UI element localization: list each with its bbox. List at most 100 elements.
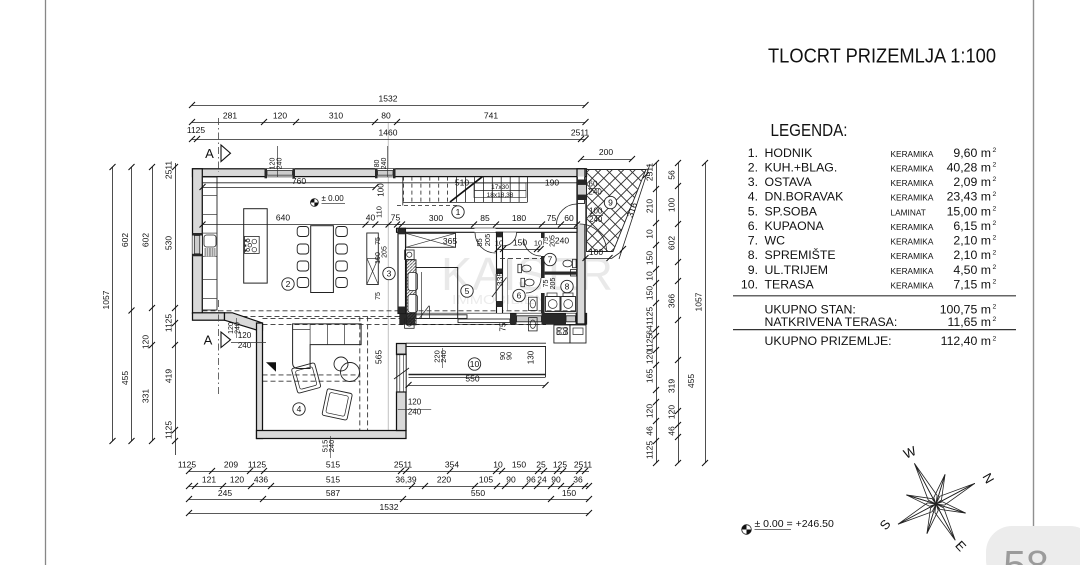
- svg-text:602: 602: [120, 233, 130, 247]
- svg-text:56: 56: [667, 170, 677, 180]
- svg-text:2.: 2.: [748, 160, 758, 174]
- svg-text:17x30: 17x30: [491, 184, 509, 191]
- svg-text:100: 100: [589, 207, 603, 216]
- svg-text:2: 2: [993, 316, 997, 323]
- svg-text:KERAMIKA: KERAMIKA: [891, 251, 934, 261]
- svg-text:23,43 m: 23,43 m: [947, 190, 991, 204]
- svg-text:120: 120: [230, 475, 244, 485]
- svg-text:9,60 m: 9,60 m: [953, 146, 991, 160]
- svg-text:DN.BORAVAK: DN.BORAVAK: [765, 190, 845, 204]
- svg-text:1: 1: [456, 207, 461, 217]
- svg-text:190: 190: [545, 178, 559, 188]
- svg-text:240: 240: [408, 408, 422, 417]
- svg-text:3: 3: [387, 269, 392, 279]
- svg-text:319: 319: [667, 379, 677, 393]
- svg-text:2: 2: [993, 264, 997, 271]
- svg-text:15,00 m: 15,00 m: [947, 204, 991, 218]
- svg-text:2511: 2511: [645, 163, 655, 182]
- svg-text:6.: 6.: [748, 219, 758, 233]
- svg-text:205: 205: [382, 246, 389, 258]
- svg-text:120: 120: [645, 404, 655, 418]
- svg-text:75: 75: [547, 213, 557, 223]
- svg-text:220: 220: [437, 475, 451, 485]
- svg-text:UKUPNO STAN:: UKUPNO STAN:: [765, 302, 856, 316]
- svg-text:120: 120: [270, 158, 277, 170]
- svg-text:11,65 m: 11,65 m: [947, 315, 991, 329]
- svg-text:75: 75: [375, 237, 382, 245]
- svg-text:NATKRIVENA TERASA:: NATKRIVENA TERASA:: [765, 315, 898, 329]
- svg-text:2511: 2511: [571, 128, 590, 138]
- svg-text:85: 85: [480, 213, 490, 223]
- svg-text:1057: 1057: [101, 290, 111, 309]
- svg-text:2511: 2511: [164, 161, 174, 180]
- svg-text:150: 150: [645, 251, 655, 265]
- svg-text:1125: 1125: [645, 334, 655, 353]
- svg-text:46: 46: [645, 426, 655, 436]
- svg-text:KERAMIKA: KERAMIKA: [891, 163, 934, 173]
- svg-text:HODNIK: HODNIK: [765, 146, 814, 160]
- svg-text:100: 100: [377, 183, 386, 197]
- svg-text:36: 36: [573, 475, 583, 485]
- svg-text:112,40 m: 112,40 m: [941, 334, 991, 348]
- svg-text:25: 25: [536, 460, 546, 470]
- svg-text:± 0.00: ± 0.00: [322, 194, 345, 203]
- svg-text:KERAMIKA: KERAMIKA: [891, 280, 934, 290]
- svg-text:1125: 1125: [645, 307, 655, 326]
- svg-text:210: 210: [645, 199, 655, 213]
- svg-text:7,15 m: 7,15 m: [953, 277, 991, 291]
- svg-text:2: 2: [993, 335, 997, 342]
- svg-text:150: 150: [512, 460, 526, 470]
- svg-text:SP.SOBA: SP.SOBA: [765, 204, 818, 218]
- svg-text:1125: 1125: [164, 421, 174, 440]
- svg-text:10: 10: [493, 460, 503, 470]
- svg-text:64: 64: [645, 325, 655, 335]
- svg-text:220: 220: [433, 350, 442, 363]
- svg-text:TLOCRT PRIZEMLJA 1:100: TLOCRT PRIZEMLJA 1:100: [768, 45, 996, 68]
- svg-text:1460: 1460: [379, 128, 398, 138]
- svg-text:LEGENDA:: LEGENDA:: [771, 120, 848, 140]
- svg-text:9: 9: [608, 198, 613, 208]
- svg-text:18x18,38: 18x18,38: [487, 192, 514, 199]
- svg-text:80: 80: [381, 111, 391, 121]
- svg-text:10: 10: [534, 239, 542, 248]
- svg-text:760: 760: [292, 176, 306, 186]
- svg-text:24: 24: [537, 475, 547, 485]
- svg-text:75: 75: [498, 322, 507, 331]
- svg-text:515: 515: [326, 460, 340, 470]
- svg-text:120: 120: [228, 322, 235, 334]
- svg-text:10: 10: [470, 359, 480, 369]
- svg-text:8: 8: [565, 282, 570, 292]
- svg-text:10.: 10.: [741, 277, 758, 291]
- svg-text:120: 120: [141, 335, 151, 349]
- svg-text:90: 90: [505, 352, 514, 360]
- svg-text:100: 100: [589, 247, 603, 257]
- svg-text:245: 245: [218, 488, 232, 498]
- svg-text:2,10 m: 2,10 m: [953, 234, 991, 248]
- svg-text:331: 331: [141, 389, 151, 403]
- svg-text:1125: 1125: [187, 125, 206, 135]
- svg-text:10: 10: [495, 239, 503, 248]
- svg-text:281: 281: [223, 111, 237, 121]
- svg-text:150: 150: [513, 238, 527, 248]
- svg-text:75: 75: [543, 280, 550, 288]
- svg-text:KUPAONA: KUPAONA: [765, 219, 825, 233]
- svg-text:5: 5: [465, 286, 470, 296]
- svg-text:354: 354: [445, 460, 459, 470]
- svg-text:1125: 1125: [248, 460, 267, 470]
- svg-text:2: 2: [286, 279, 291, 289]
- svg-text:640: 640: [276, 213, 290, 223]
- svg-text:240: 240: [589, 188, 603, 197]
- svg-text:515: 515: [321, 440, 330, 453]
- svg-text:2: 2: [993, 162, 997, 169]
- svg-text:1.: 1.: [748, 146, 758, 160]
- svg-text:UL.TRIJEM: UL.TRIJEM: [765, 263, 829, 277]
- svg-text:150: 150: [645, 286, 655, 300]
- svg-text:36,39: 36,39: [395, 475, 417, 485]
- svg-text:2,09 m: 2,09 m: [953, 175, 991, 189]
- svg-text:455: 455: [120, 371, 130, 385]
- svg-text:100,75 m: 100,75 m: [940, 302, 991, 316]
- svg-text:1125: 1125: [164, 314, 174, 333]
- svg-text:2: 2: [993, 206, 997, 213]
- svg-text:40: 40: [366, 213, 376, 223]
- svg-text:240: 240: [235, 322, 242, 334]
